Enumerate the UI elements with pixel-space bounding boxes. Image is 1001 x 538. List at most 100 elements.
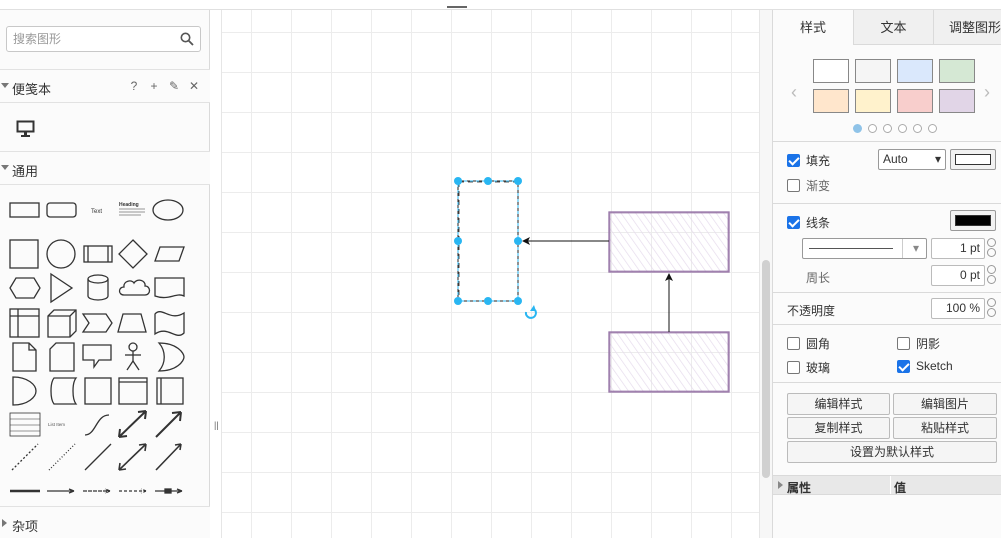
- shape-list-frame[interactable]: [156, 377, 184, 405]
- swatch-2[interactable]: [855, 59, 891, 83]
- shape-data-storage[interactable]: [50, 377, 78, 405]
- opacity-stepper[interactable]: [986, 298, 997, 319]
- shape-diamond[interactable]: [118, 239, 148, 269]
- shape-card[interactable]: [49, 342, 75, 372]
- diagram-canvas[interactable]: [222, 10, 759, 538]
- line-color-button[interactable]: [950, 210, 996, 231]
- shape-callout[interactable]: [82, 344, 112, 370]
- sketch-rectangle-bottom[interactable]: [608, 331, 730, 393]
- canvas-scrollbar[interactable]: [759, 10, 772, 538]
- gradient-checkbox[interactable]: [787, 179, 800, 192]
- close-icon[interactable]: ✕: [188, 79, 200, 93]
- shape-half-circle[interactable]: [12, 376, 37, 406]
- shape-line[interactable]: [84, 443, 112, 471]
- tab-arrange[interactable]: 调整图形: [933, 10, 1001, 45]
- shape-textbox[interactable]: Heading: [119, 202, 145, 216]
- paste-style-button[interactable]: 粘贴样式: [893, 417, 997, 439]
- shape-square[interactable]: [9, 239, 39, 269]
- line-pattern-select[interactable]: ▾: [802, 238, 927, 259]
- opacity-input[interactable]: 100 %: [931, 298, 985, 319]
- shape-hexagon[interactable]: [9, 277, 41, 299]
- shape-list[interactable]: [9, 412, 41, 437]
- stepper-up-icon[interactable]: [987, 265, 996, 274]
- selected-rectangle[interactable]: [457, 180, 519, 302]
- shape-list-item[interactable]: List Item: [48, 422, 65, 427]
- page-dot[interactable]: [913, 124, 922, 133]
- tab-style[interactable]: 样式: [773, 10, 853, 45]
- splitter-grip-icon[interactable]: ||: [214, 420, 219, 430]
- page-dot[interactable]: [898, 124, 907, 133]
- shape-actor[interactable]: [125, 342, 141, 371]
- tab-text[interactable]: 文本: [853, 10, 933, 45]
- line-checkbox[interactable]: [787, 216, 800, 229]
- edit-icon[interactable]: ✎: [168, 79, 180, 93]
- shape-link-with-label[interactable]: [155, 488, 183, 494]
- chevron-right-icon[interactable]: ›: [984, 82, 990, 102]
- stepper-up-icon[interactable]: [987, 238, 996, 247]
- line-width-input[interactable]: 1 pt: [931, 238, 985, 259]
- fill-checkbox[interactable]: [787, 154, 800, 167]
- scratchpad-header[interactable]: 便笺本 ? + ✎ ✕: [0, 69, 210, 103]
- shape-cloud[interactable]: [118, 279, 151, 296]
- rounded-checkbox[interactable]: [787, 337, 800, 350]
- shape-triangle[interactable]: [50, 272, 74, 304]
- add-icon[interactable]: +: [150, 79, 158, 93]
- fill-mode-select[interactable]: Auto ▾: [878, 149, 946, 170]
- properties-table-header[interactable]: 属性 值: [773, 475, 1001, 495]
- shape-ellipse[interactable]: [152, 199, 184, 221]
- glass-checkbox[interactable]: [787, 361, 800, 374]
- shape-cube[interactable]: [47, 309, 77, 338]
- shape-circle[interactable]: [46, 239, 76, 269]
- shape-internal-square[interactable]: [84, 377, 112, 405]
- page-dot[interactable]: [868, 124, 877, 133]
- swatch-7[interactable]: [897, 89, 933, 113]
- shape-note[interactable]: [12, 342, 37, 372]
- line-width-stepper[interactable]: [986, 238, 997, 259]
- shape-text[interactable]: Text: [91, 209, 102, 215]
- edit-image-button[interactable]: 编辑图片: [893, 393, 997, 415]
- chevron-left-icon[interactable]: ‹: [791, 82, 797, 102]
- sidebar-splitter[interactable]: ||: [210, 10, 222, 538]
- general-header[interactable]: 通用: [0, 151, 210, 185]
- page-dot[interactable]: [883, 124, 892, 133]
- swatch-4[interactable]: [939, 59, 975, 83]
- stepper-down-icon[interactable]: [987, 275, 996, 284]
- shape-dotted-line[interactable]: [48, 443, 76, 471]
- shape-cylinder[interactable]: [87, 274, 109, 301]
- shape-link-arrow-dashed[interactable]: [83, 488, 111, 494]
- shape-link-arrow[interactable]: [47, 488, 75, 494]
- page-dot[interactable]: [928, 124, 937, 133]
- copy-style-button[interactable]: 复制样式: [787, 417, 890, 439]
- shape-trapezoid[interactable]: [117, 313, 147, 333]
- swatch-3[interactable]: [897, 59, 933, 83]
- shape-rounded-rectangle[interactable]: [46, 202, 77, 218]
- swatch-8[interactable]: [939, 89, 975, 113]
- misc-header[interactable]: 杂项: [0, 506, 210, 538]
- shape-bidirectional-connector[interactable]: [118, 443, 147, 471]
- monitor-icon[interactable]: [16, 120, 36, 138]
- stepper-down-icon[interactable]: [987, 248, 996, 257]
- swatch-6[interactable]: [855, 89, 891, 113]
- shape-dashed-line[interactable]: [11, 443, 39, 471]
- search-input[interactable]: [7, 27, 172, 51]
- shape-document[interactable]: [154, 277, 185, 299]
- stepper-up-icon[interactable]: [987, 298, 996, 307]
- shape-step[interactable]: [81, 313, 113, 333]
- perimeter-stepper[interactable]: [986, 265, 997, 286]
- shape-rectangle[interactable]: [9, 202, 40, 218]
- search-icon[interactable]: [180, 32, 194, 46]
- shape-parallelogram[interactable]: [154, 246, 185, 262]
- rotate-handle-icon[interactable]: [524, 305, 537, 319]
- set-default-style-button[interactable]: 设置为默认样式: [787, 441, 997, 463]
- connector-bottom-to-top[interactable]: [665, 273, 673, 332]
- shape-swimlane[interactable]: [118, 377, 148, 405]
- perimeter-input[interactable]: 0 pt: [931, 265, 985, 286]
- shape-arrow[interactable]: [155, 411, 182, 438]
- sketch-rectangle-top[interactable]: [608, 211, 730, 273]
- shape-bidirectional-arrow[interactable]: [118, 410, 147, 438]
- selection-handles[interactable]: [454, 177, 522, 305]
- shape-directional-connector[interactable]: [155, 443, 182, 471]
- sketch-checkbox[interactable]: [897, 359, 910, 373]
- shape-link-arrow-dotted[interactable]: [119, 488, 147, 494]
- edit-style-button[interactable]: 编辑样式: [787, 393, 890, 415]
